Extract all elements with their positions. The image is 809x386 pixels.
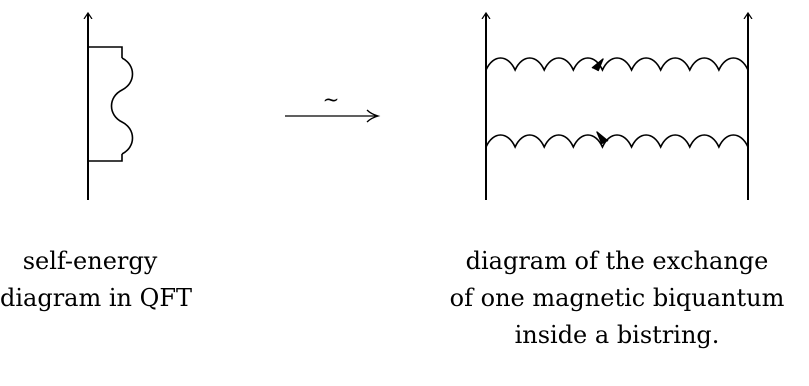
- loop-bottom-leg: [88, 154, 123, 162]
- right-caption-line-1: diagram of the exchange: [465, 247, 769, 275]
- bottom-wavy-line: [485, 134, 749, 149]
- left-caption: self-energy diagram in QFT: [0, 243, 192, 317]
- bottom-wavy-arrowhead: [596, 131, 609, 145]
- right-caption-line-3: inside a bistring.: [514, 321, 720, 349]
- loop-top-leg: [88, 46, 123, 58]
- top-wavy-line: [485, 57, 749, 72]
- transition-arrow: [285, 109, 381, 123]
- left-caption-line-2: diagram in QFT: [0, 284, 192, 312]
- arrow-label: ~: [323, 87, 340, 111]
- left-caption-line-1: self-energy: [22, 247, 158, 275]
- photon-wavy-line: [110, 57, 134, 155]
- right-caption: diagram of the exchange of one magnetic …: [425, 243, 809, 354]
- right-caption-line-2: of one magnetic biquantum: [449, 284, 785, 312]
- biquantum-exchange-diagram: [486, 14, 748, 200]
- self-energy-diagram: [88, 14, 134, 200]
- top-wavy-arrowhead: [591, 58, 604, 72]
